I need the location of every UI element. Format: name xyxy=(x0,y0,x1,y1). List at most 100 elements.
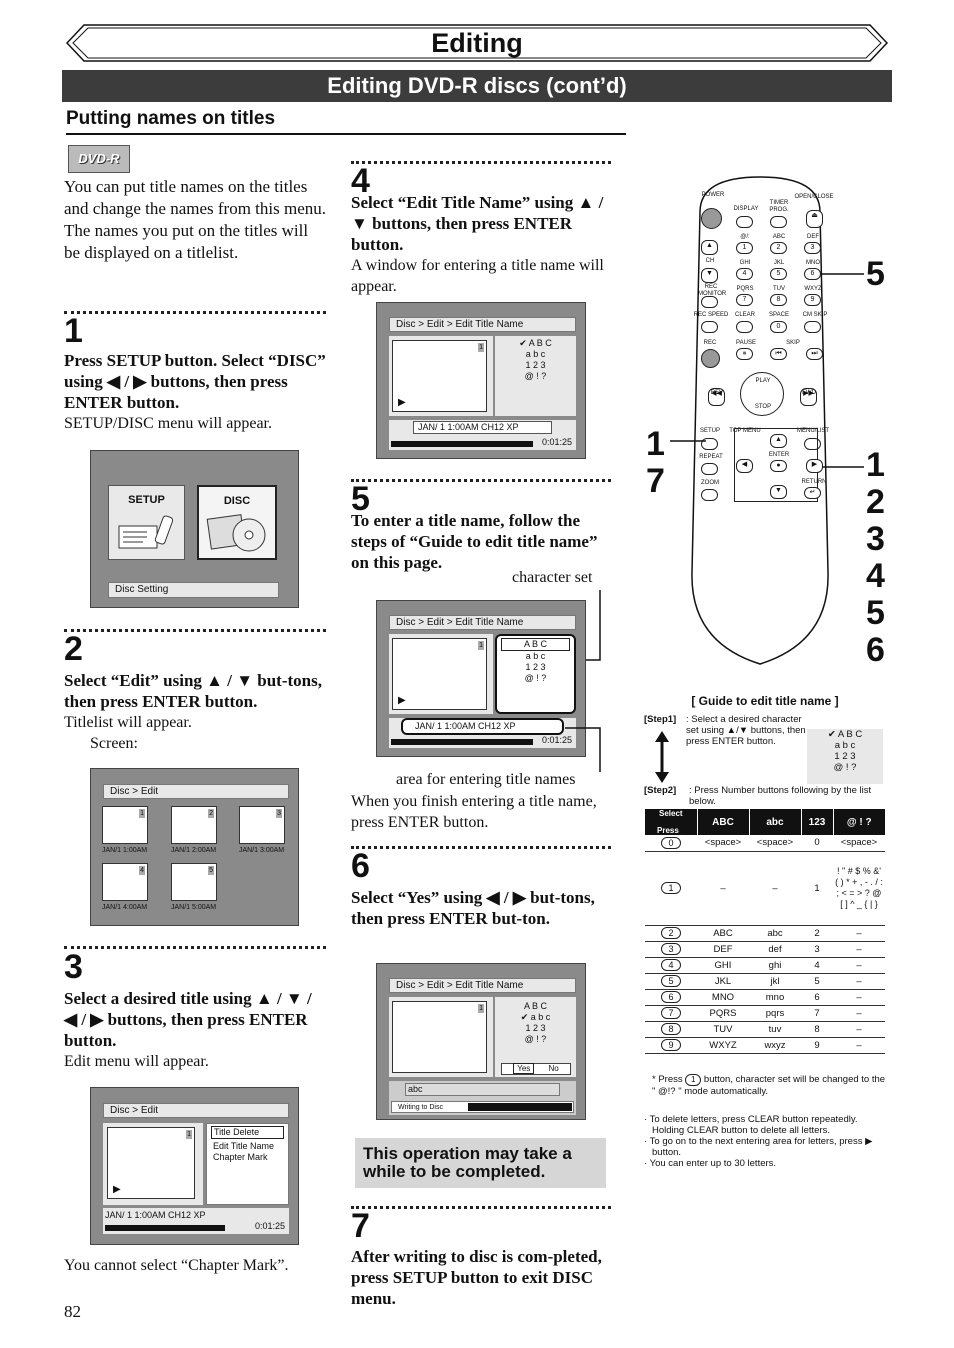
charset-option[interactable]: a b c xyxy=(525,651,546,661)
title-thumbnail[interactable]: 2 JAN/1 2:00AM xyxy=(171,806,221,856)
return-button[interactable]: ↵ xyxy=(804,487,821,499)
setup-disc-screen: SETUP DISC Disc Setting xyxy=(90,450,299,608)
title-thumbnail[interactable]: 4 JAN/1 4:00AM xyxy=(102,863,152,913)
title-entry-area[interactable]: JAN/ 1 1:00AM CH12 XP xyxy=(401,718,564,735)
charset-option[interactable]: @ ! ? xyxy=(524,673,547,683)
rev-button[interactable]: ◀◀ xyxy=(708,388,725,406)
open-close-button[interactable]: ⏏ xyxy=(806,210,823,228)
left-button[interactable]: ◀ xyxy=(736,459,753,473)
charset-option[interactable]: A B C xyxy=(501,638,570,651)
play-icon: ▶ xyxy=(398,695,406,706)
menu-item-title-delete[interactable]: Title Delete xyxy=(211,1126,284,1139)
charset-option[interactable]: ✔ a b c xyxy=(520,1012,551,1022)
fwd-button[interactable]: ▶▶ xyxy=(800,388,817,406)
charset-option[interactable]: a b c xyxy=(525,349,546,359)
preview-thumbnail: 1 ▶ xyxy=(392,340,487,412)
number-key-4[interactable]: 4 xyxy=(736,268,753,280)
step-3-text: Edit menu will appear. xyxy=(64,1053,209,1070)
pause-button[interactable]: ⏸ xyxy=(736,348,753,360)
number-key-2[interactable]: 2 xyxy=(770,242,787,254)
charset-option[interactable]: 1 2 3 xyxy=(525,1023,546,1033)
corner-header: Select Press xyxy=(645,809,698,835)
rec-button[interactable] xyxy=(701,349,720,368)
menu-item-edit-title-name[interactable]: Edit Title Name xyxy=(213,1141,275,1151)
rec-monitor-button[interactable] xyxy=(701,296,718,308)
number-key-7[interactable]: 7 xyxy=(736,294,753,306)
setup-illustration-icon xyxy=(118,515,174,549)
charset-panel-highlighted: A B C a b c 1 2 3 @ ! ? xyxy=(495,634,576,714)
up-button[interactable]: ▲ xyxy=(770,434,787,448)
info-panel: JAN/ 1 1:00AM CH12 XP 0:01:25 xyxy=(389,718,576,748)
charset-option[interactable]: 1 2 3 xyxy=(525,360,546,370)
charset-option[interactable]: @ ! ? xyxy=(524,1034,547,1044)
check-icon: ✔ xyxy=(827,729,838,740)
thumb-time: 5:00AM xyxy=(192,904,217,911)
thumb-number: 4 xyxy=(139,866,145,875)
charset-option: ✔ A B C xyxy=(827,729,863,740)
stop-label[interactable]: STOP xyxy=(754,404,772,410)
display-label: DISPLAY xyxy=(733,206,759,212)
edit-menu-screen: Disc > Edit 1 ▶ Title Delete Edit Title … xyxy=(90,1087,299,1245)
page-number: 82 xyxy=(64,1302,81,1321)
guide-step-2-label: [Step2] xyxy=(644,785,677,796)
display-button[interactable] xyxy=(736,216,753,228)
thumb-date: JAN/1 xyxy=(171,904,191,911)
charset-option[interactable]: A B C xyxy=(523,1001,547,1011)
table-cell: – xyxy=(697,851,749,926)
table-cell: 8 xyxy=(801,1021,833,1038)
step-5-instructions: To enter a title name, follow the steps … xyxy=(351,510,613,573)
number-key-9[interactable]: 9 xyxy=(804,294,821,306)
clear-button[interactable] xyxy=(736,321,753,333)
edit-title-name-screen-annotated: Disc > Edit > Edit Title Name 1 ▶ A B C … xyxy=(376,600,586,757)
timer-prog-button[interactable] xyxy=(770,216,787,228)
number-key-6[interactable]: 6 xyxy=(804,268,821,280)
step-1-instructions: Press SETUP button. Select “DISC” using … xyxy=(64,350,326,434)
yes-button[interactable]: Yes xyxy=(513,1063,535,1074)
title-thumbnail[interactable]: 3 JAN/1 3:00AM xyxy=(239,806,289,856)
open-close-label: OPEN/CLOSE xyxy=(794,194,834,200)
elapsed-time: 0:01:25 xyxy=(541,735,572,745)
skip-back-button[interactable]: ⏮ xyxy=(770,348,787,360)
key-label: GHI xyxy=(739,260,751,266)
charset-option[interactable]: @ ! ? xyxy=(524,371,547,381)
number-key-1[interactable]: 1 xyxy=(736,242,753,254)
table-cell: wxyz xyxy=(749,1037,801,1054)
charset-option[interactable]: 1 2 3 xyxy=(525,662,546,672)
number-key-3[interactable]: 3 xyxy=(804,242,821,254)
power-button[interactable] xyxy=(701,208,722,229)
step-4-instructions: Select “Edit Title Name” using ▲ / ▼ but… xyxy=(351,192,613,297)
title-thumbnail[interactable]: 5 JAN/1 5:00AM xyxy=(171,863,221,913)
menu-item-chapter-mark[interactable]: Chapter Mark xyxy=(213,1152,268,1162)
number-key-icon: 9 xyxy=(661,1039,681,1051)
charset-option[interactable]: ✔ A B C xyxy=(519,338,552,348)
zoom-button[interactable] xyxy=(701,489,718,501)
title-info: JAN/ 1 1:00AM CH12 XP xyxy=(413,421,552,434)
guide-step-2: [Step2] xyxy=(644,785,884,796)
number-key-5[interactable]: 5 xyxy=(770,268,787,280)
cm-skip-button[interactable] xyxy=(804,321,821,333)
right-button[interactable]: ▶ xyxy=(806,459,823,473)
step-divider xyxy=(64,311,326,314)
play-label[interactable]: PLAY xyxy=(755,378,771,384)
step-number: 3 xyxy=(64,948,83,986)
repeat-button[interactable] xyxy=(701,463,718,475)
skip-forward-button[interactable]: ⏭ xyxy=(806,348,823,360)
number-key-0[interactable]: 0 xyxy=(770,321,787,333)
play-icon: ▶ xyxy=(398,397,406,408)
table-cell: 1 xyxy=(801,851,833,926)
number-key-8[interactable]: 8 xyxy=(770,294,787,306)
bullet-item: · To delete letters, press CLEAR button … xyxy=(644,1114,858,1136)
rec-speed-button[interactable] xyxy=(701,321,718,333)
table-cell: 7 xyxy=(801,1005,833,1022)
down-button[interactable]: ▼ xyxy=(770,485,787,499)
enter-button[interactable]: ● xyxy=(770,460,787,472)
title-thumbnail[interactable]: 1 JAN/1 1:00AM xyxy=(102,806,152,856)
channel-down-button[interactable]: ▼ xyxy=(701,268,718,283)
table-cell: ghi xyxy=(749,957,801,974)
channel-up-button[interactable]: ▲ xyxy=(701,240,718,255)
no-button[interactable]: No xyxy=(548,1064,559,1073)
thumb-number: 1 xyxy=(186,1130,192,1139)
play-icon: ▶ xyxy=(113,1184,121,1195)
menu-list-button[interactable] xyxy=(804,438,821,450)
table-cell: TUV xyxy=(697,1021,749,1038)
